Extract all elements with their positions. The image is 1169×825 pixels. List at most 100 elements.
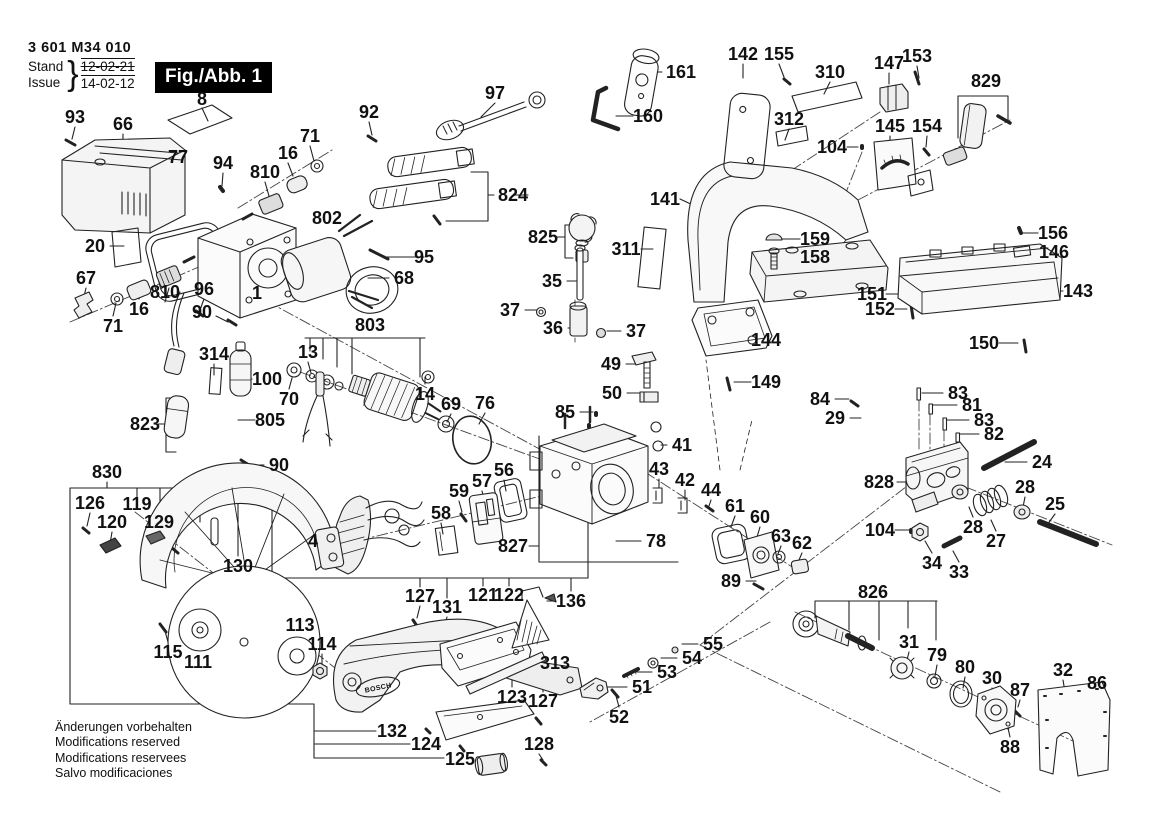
part-label-16: 16: [277, 143, 299, 163]
screw-158-cap-159: [765, 233, 783, 270]
part-label-76: 76: [474, 393, 496, 413]
part-label-71: 71: [102, 316, 124, 336]
drawing-header: 3 601 M34 010 Stand Issue } 12-02-21 14-…: [28, 40, 135, 91]
brace-glyph: }: [67, 54, 79, 93]
part-label-4: 4: [307, 531, 319, 551]
switch-147: [879, 83, 909, 113]
part-label-52: 52: [608, 707, 630, 727]
part-label-88: 88: [999, 737, 1021, 757]
modification-notice: Änderungen vorbehalten Modifications res…: [55, 720, 192, 781]
gearbox-827: [529, 405, 649, 525]
part-label-153: 153: [901, 46, 933, 66]
part-label-154: 154: [911, 116, 943, 136]
part-label-113: 113: [285, 615, 315, 635]
part-label-151: 151: [856, 284, 888, 304]
cover-group-60s: [711, 523, 809, 591]
part-label-123: 123: [496, 687, 528, 707]
base-143: [897, 243, 1063, 315]
motor-housing-1: [197, 213, 297, 319]
part-label-127: 127: [527, 691, 559, 711]
part-label-69: 69: [440, 394, 462, 414]
part-label-95: 95: [413, 247, 435, 267]
type-number: 3 601 M34 010: [28, 40, 132, 56]
part-label-8: 8: [196, 89, 208, 109]
notice-de: Änderungen vorbehalten: [55, 720, 192, 734]
part-label-81: 81: [961, 395, 983, 415]
spindle-826: [792, 610, 1017, 735]
part-label-829: 829: [970, 71, 1002, 91]
part-label-89: 89: [720, 571, 742, 591]
part-label-50: 50: [601, 383, 623, 403]
part-label-147: 147: [873, 53, 905, 73]
part-label-82: 82: [983, 424, 1005, 444]
rod-24: [981, 439, 1037, 471]
part-label-824: 824: [497, 185, 529, 205]
rod-35: [574, 244, 586, 301]
cable-823: [163, 291, 190, 439]
grip-4: [332, 495, 425, 575]
part-label-53: 53: [656, 662, 678, 682]
wedge-123: [435, 699, 535, 741]
part-label-104: 104: [816, 137, 848, 157]
part-label-42: 42: [674, 470, 696, 490]
plate-144: [691, 299, 773, 357]
part-label-144: 144: [750, 330, 782, 350]
part-label-55: 55: [702, 634, 724, 654]
part-label-97: 97: [484, 83, 506, 103]
part-label-823: 823: [129, 414, 161, 434]
part-label-51: 51: [631, 677, 653, 697]
part-label-1: 1: [251, 283, 263, 303]
part-label-149: 149: [750, 372, 782, 392]
lever-829: [942, 103, 1012, 166]
part-label-96: 96: [193, 279, 215, 299]
funnel-122: [511, 586, 550, 649]
housing-66: [61, 137, 186, 234]
notice-fr: Modifications reservees: [55, 750, 187, 765]
part-label-826: 826: [857, 582, 889, 602]
part-label-28: 28: [1014, 477, 1036, 497]
label-314: [208, 367, 223, 395]
part-label-33: 33: [948, 562, 970, 582]
part-label-20: 20: [84, 236, 106, 256]
group-brackets: [69, 95, 1009, 759]
part-label-830: 830: [91, 462, 123, 482]
part-label-159: 159: [799, 229, 831, 249]
part-label-66: 66: [112, 114, 134, 134]
part-label-93: 93: [64, 107, 86, 127]
part-label-152: 152: [864, 299, 896, 319]
part-label-94: 94: [212, 153, 234, 173]
sticker-8: [167, 104, 233, 135]
sleeve-36-37: [535, 301, 607, 339]
part-label-119: 119: [122, 494, 152, 514]
part-label-114: 114: [307, 634, 337, 654]
part-label-128: 128: [523, 734, 555, 754]
part-label-56: 56: [493, 460, 515, 480]
part-label-32: 32: [1052, 660, 1074, 680]
part-label-805: 805: [254, 410, 286, 430]
part-label-58: 58: [430, 503, 452, 523]
part-label-60: 60: [749, 507, 771, 527]
part-label-803: 803: [354, 315, 386, 335]
notice-en: Modifications reserved: [55, 735, 181, 750]
part-label-92: 92: [358, 102, 380, 122]
part-label-125: 125: [444, 749, 476, 769]
part-label-145: 145: [874, 116, 906, 136]
small-fasteners: [64, 70, 1099, 767]
part-label-85: 85: [554, 402, 576, 422]
lock-51: [579, 646, 679, 700]
part-label-14: 14: [414, 384, 436, 404]
part-label-160: 160: [632, 106, 664, 126]
part-label-62: 62: [791, 533, 813, 553]
part-label-314: 314: [198, 344, 230, 364]
part-label-136: 136: [555, 591, 587, 611]
part-label-810: 810: [249, 162, 281, 182]
part-label-70: 70: [278, 389, 300, 409]
part-label-129: 129: [143, 512, 175, 532]
part-label-313: 313: [539, 653, 571, 673]
part-label-122: 122: [493, 585, 525, 605]
bolt-49-clamp-50: [631, 351, 659, 403]
part-label-311: 311: [611, 239, 641, 259]
part-label-130: 130: [222, 556, 254, 576]
part-label-156: 156: [1037, 223, 1069, 243]
